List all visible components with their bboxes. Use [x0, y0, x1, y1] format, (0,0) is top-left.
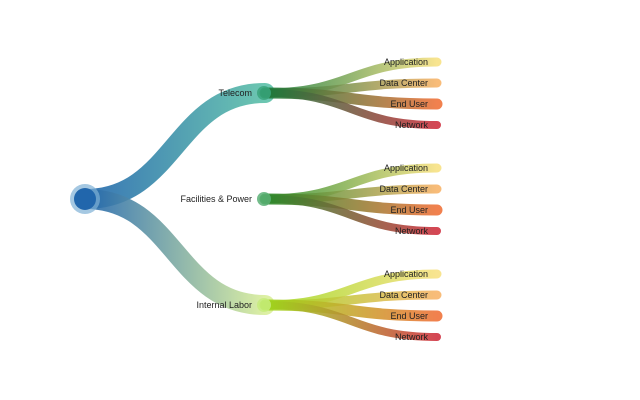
group-label-3: Internal Labor: [196, 300, 252, 310]
link-group-3-child-4: [261, 301, 441, 341]
group-node-3: [257, 298, 271, 312]
link-group-2-child-4: [261, 195, 441, 235]
group-label-1: Telecom: [218, 88, 252, 98]
child-label-2-4: Network: [395, 226, 429, 236]
group-node-2: [257, 192, 271, 206]
link-group-1-child-4: [261, 89, 441, 129]
child-label-2-3: End User: [390, 205, 428, 215]
group-label-2: Facilities & Power: [180, 194, 252, 204]
child-label-1-3: End User: [390, 99, 428, 109]
child-label-3-2: Data Center: [379, 290, 428, 300]
nodes-layer: [70, 86, 271, 312]
link-root-to-group-1: [75, 83, 275, 209]
child-label-1-4: Network: [395, 120, 429, 130]
child-label-3-4: Network: [395, 332, 429, 342]
root-node: [74, 188, 96, 210]
child-label-3-3: End User: [390, 311, 428, 321]
child-label-3-1: Application: [384, 269, 428, 279]
child-label-1-2: Data Center: [379, 78, 428, 88]
child-label-1-1: Application: [384, 57, 428, 67]
child-label-2-1: Application: [384, 163, 428, 173]
links-layer: [75, 57, 443, 341]
link-root-to-group-3: [75, 189, 275, 315]
group-node-1: [257, 86, 271, 100]
child-label-2-2: Data Center: [379, 184, 428, 194]
